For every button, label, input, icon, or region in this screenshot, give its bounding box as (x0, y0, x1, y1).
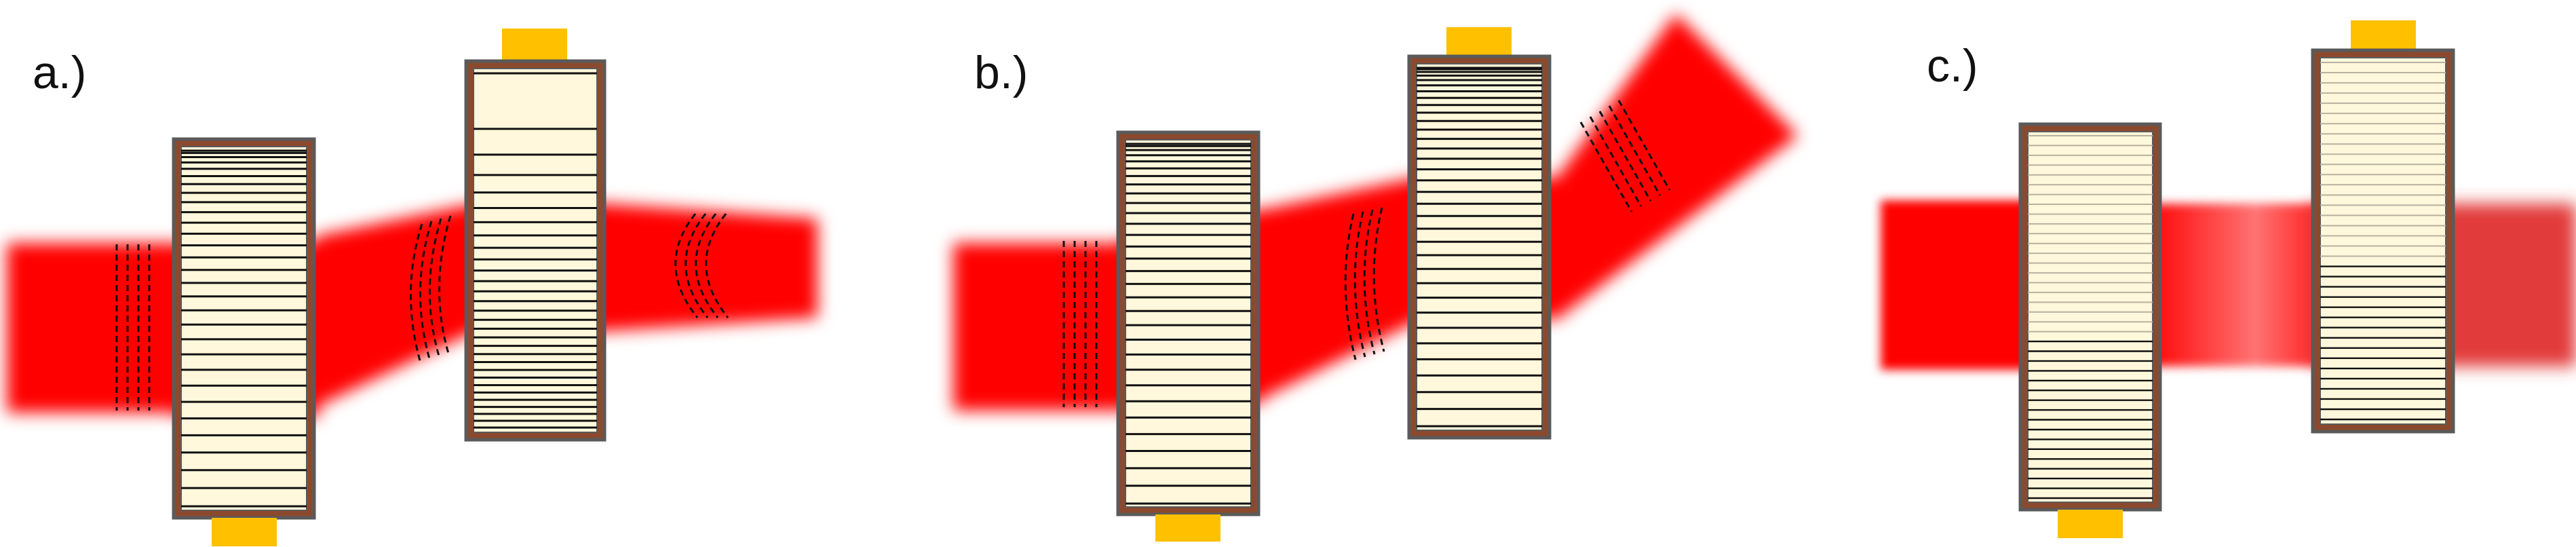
panel-b-slab-1 (1116, 130, 1261, 542)
slab-body (1125, 139, 1252, 508)
slab-lines (2320, 62, 2446, 421)
panel-b-slab-2 (1407, 27, 1552, 440)
electrode (2351, 20, 2416, 52)
slab-body (2320, 57, 2446, 425)
panel-a-wavefronts-input (115, 244, 151, 411)
electrode (1155, 514, 1220, 542)
slab-lines (1126, 143, 1251, 505)
slab-body (1416, 63, 1543, 431)
panel-b: b.) (953, 14, 1798, 542)
wavefront-line (1598, 111, 1652, 202)
wavefront-curve (438, 215, 452, 356)
panel-c: c.) (1881, 20, 2576, 538)
panel-a-slab-1 (172, 137, 316, 546)
electrode (2058, 510, 2123, 538)
wavefront-curve (705, 213, 729, 318)
panel-b-wavefronts-output (1579, 100, 1671, 212)
panel-a-beam-segment (604, 204, 818, 331)
panel-a-beam-segment (315, 204, 475, 407)
wavefront-curve (674, 213, 699, 318)
wavefront-curve (1353, 211, 1366, 358)
electrode (1446, 27, 1512, 58)
slab-lines (474, 72, 597, 429)
slab-lines (181, 149, 307, 508)
panel-a-wavefronts-middle (410, 215, 452, 364)
slab-body (180, 146, 307, 511)
wavefront-line (1589, 116, 1642, 207)
wavefront-line (1579, 121, 1633, 212)
wavefront-line (1617, 100, 1671, 191)
panel-a-wavefronts-output (674, 213, 729, 318)
wavefront-line (1608, 105, 1661, 196)
slab-lines (1417, 67, 1542, 428)
wavefront-curve (419, 221, 433, 362)
panel-b-beam (953, 14, 1798, 411)
panel-c-slab-1 (2018, 122, 2162, 538)
panel-b-wavefronts-input (1062, 241, 1098, 407)
panel-a-beam-segment (7, 243, 176, 413)
panel-b-wavefronts-middle (1344, 207, 1385, 360)
electrode (502, 29, 567, 61)
panel-a-slab-2 (464, 29, 607, 442)
electrode (212, 518, 277, 546)
wavefront-curve (1344, 213, 1357, 360)
panel-c-label: c.) (1927, 40, 1978, 92)
wavefront-curve (1372, 207, 1385, 352)
panel-b-label: b.) (974, 47, 1028, 98)
panel-c-slab-2 (2311, 20, 2455, 434)
wavefront-curve (1363, 209, 1376, 355)
panel-a: a.) (7, 29, 818, 546)
panel-b-beam-segment (1258, 176, 1421, 400)
wavefront-curve (410, 223, 423, 364)
wavefront-curve (685, 213, 709, 318)
slab-lines (2028, 135, 2153, 499)
wavefront-curve (429, 218, 442, 359)
panel-b-beam-segment (953, 243, 1126, 411)
panel-b-beam-segment (1557, 14, 1798, 319)
panel-c-beam-segment (1881, 200, 2029, 370)
wavefront-curve (695, 213, 719, 318)
slab-body (2027, 131, 2153, 503)
panel-a-label: a.) (33, 47, 86, 98)
